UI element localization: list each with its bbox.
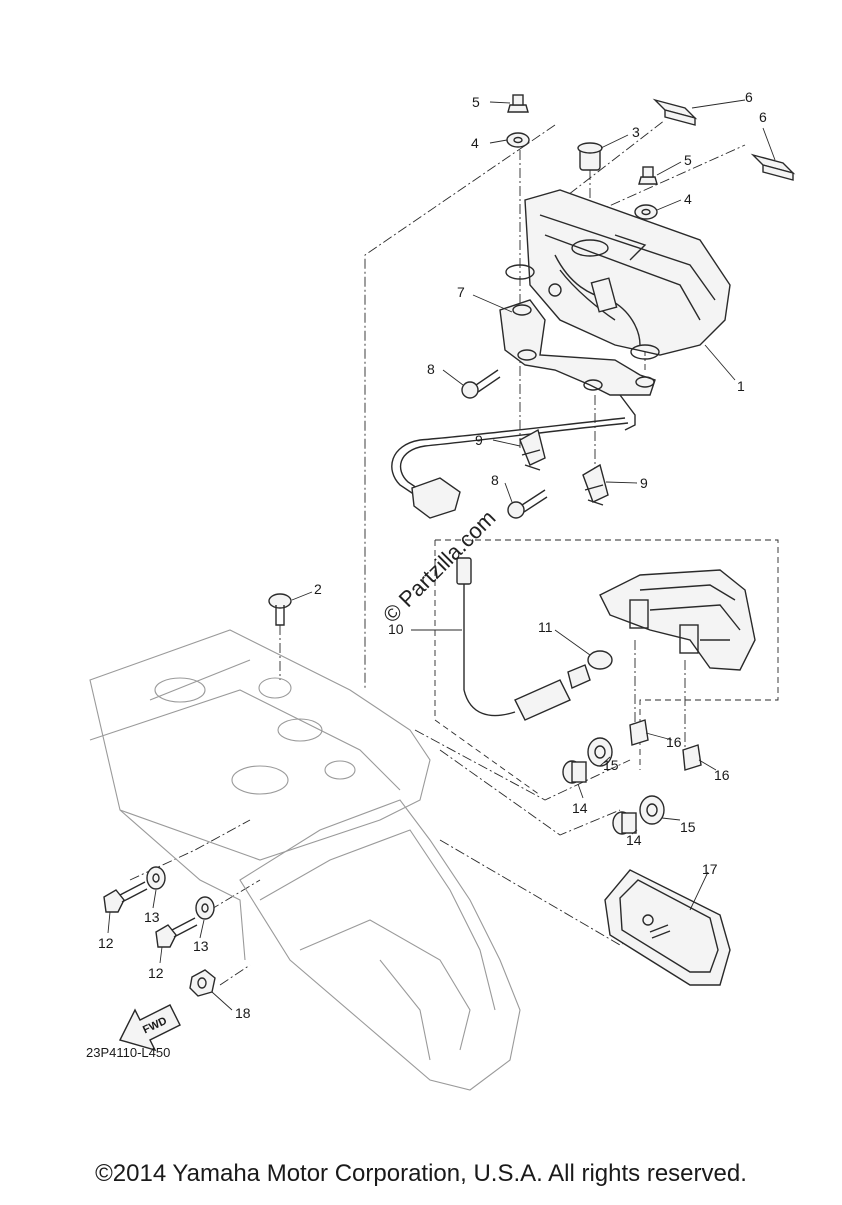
screw (461, 369, 548, 519)
callout-8b: 8 (491, 472, 499, 488)
callout-10: 10 (388, 621, 404, 637)
callout-3: 3 (632, 124, 640, 140)
callout-2: 2 (314, 581, 322, 597)
flange-bolt (103, 881, 198, 948)
wire-harness (391, 417, 629, 519)
callout-5a: 5 (472, 94, 480, 110)
reflector-plate (604, 869, 731, 986)
fwd-arrow-icon: FWD (118, 1004, 181, 1052)
callout-16b: 16 (714, 767, 730, 783)
callout-13a: 13 (144, 909, 160, 925)
callout-leaders (107, 99, 776, 1011)
washer (506, 132, 658, 220)
callout-16a: 16 (666, 734, 682, 750)
panel-screw (268, 593, 292, 626)
callout-14b: 14 (626, 832, 642, 848)
collar (562, 760, 637, 835)
grommet-rubber (587, 737, 665, 825)
callout-7: 7 (457, 284, 465, 300)
callout-13b: 13 (193, 938, 209, 954)
callouts: 1 2 3 4 4 5 5 6 6 7 8 8 9 9 10 11 12 12 … (98, 89, 767, 1021)
callout-15b: 15 (680, 819, 696, 835)
callout-4a: 4 (471, 135, 479, 151)
callout-15a: 15 (603, 757, 619, 773)
callout-6a: 6 (745, 89, 753, 105)
copyright-notice: ©2014 Yamaha Motor Corporation, U.S.A. A… (95, 1160, 747, 1187)
callout-11: 11 (538, 619, 553, 635)
callout-12b: 12 (148, 965, 164, 981)
callout-14a: 14 (572, 800, 588, 816)
rivet (507, 94, 658, 185)
callout-18: 18 (235, 1005, 251, 1021)
callout-5b: 5 (684, 152, 692, 168)
flange-nut (189, 969, 216, 997)
callout-4b: 4 (684, 191, 692, 207)
damper-pad (652, 98, 796, 181)
tail-light-assembly (505, 189, 731, 360)
bracket (499, 299, 656, 431)
callout-12a: 12 (98, 935, 114, 951)
plain-washer (146, 866, 215, 920)
callout-9a: 9 (475, 432, 483, 448)
callout-1: 1 (737, 378, 745, 394)
clip (519, 428, 609, 506)
callout-9b: 9 (640, 475, 648, 491)
callout-8a: 8 (427, 361, 435, 377)
nut-clip (629, 719, 702, 771)
callout-17: 17 (702, 861, 718, 877)
grommet (577, 142, 603, 171)
callout-6b: 6 (759, 109, 767, 125)
rear-frame (89, 629, 521, 1091)
drawing-code: 23P4110-L450 (86, 1045, 171, 1060)
